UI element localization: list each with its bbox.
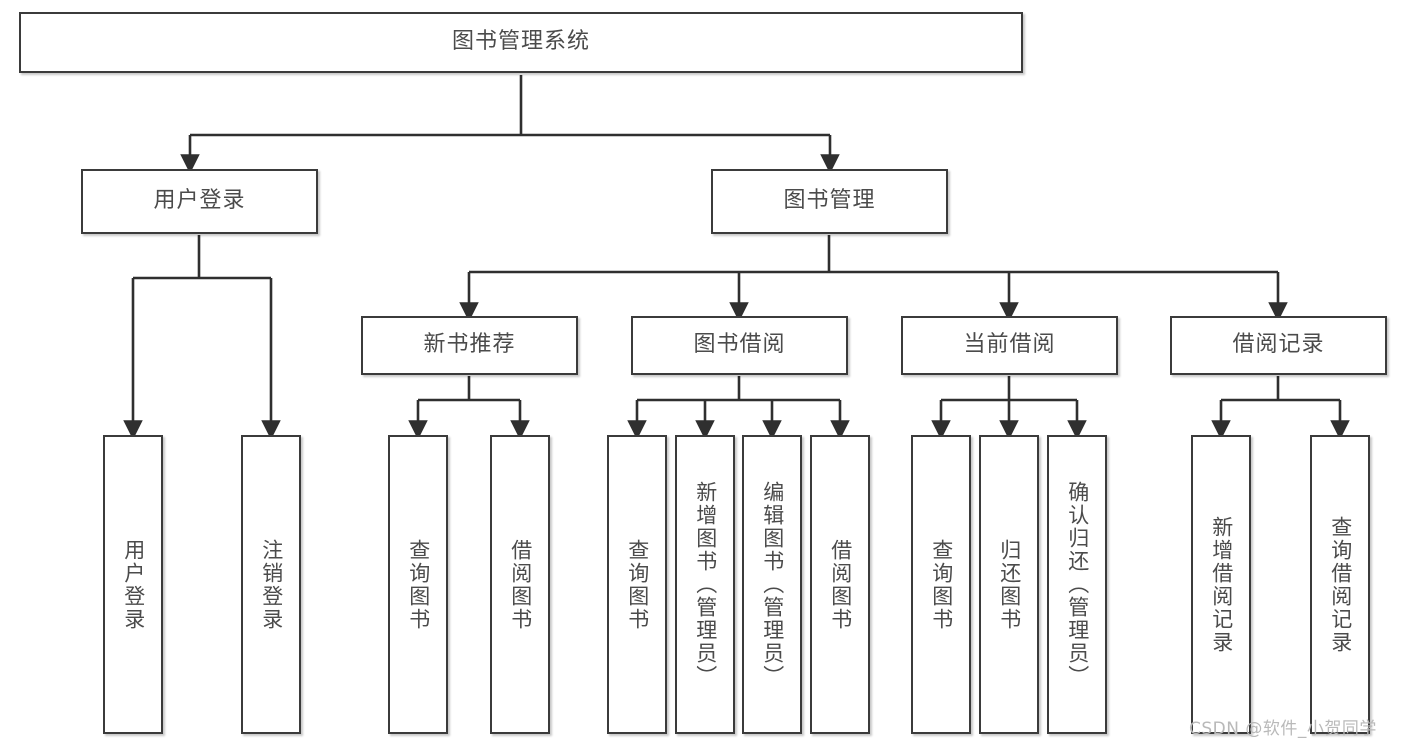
leaf-return-book[interactable]: 归还图书 [979, 435, 1039, 734]
leaf-add-borrow-record[interactable]: 新增借阅记录 [1191, 435, 1251, 734]
leaf-label: 归还图书 [997, 538, 1022, 631]
node-label: 图书管理系统 [451, 29, 590, 55]
leaf-label: 查询图书 [929, 538, 954, 631]
leaf-query-book-recommend[interactable]: 查询图书 [388, 435, 448, 734]
leaf-label: 新增图书（管理员） [693, 481, 718, 688]
leaf-label: 新增借阅记录 [1209, 515, 1234, 654]
node-borrow-record[interactable]: 借阅记录 [1170, 316, 1387, 375]
node-label: 借阅记录 [1232, 332, 1325, 358]
leaf-add-book-admin[interactable]: 新增图书（管理员） [675, 435, 735, 734]
leaf-logout-login[interactable]: 注销登录 [241, 435, 301, 734]
leaf-borrow-book-recommend[interactable]: 借阅图书 [490, 435, 550, 734]
leaf-label: 编辑图书（管理员） [760, 481, 785, 688]
leaf-query-book-current[interactable]: 查询图书 [911, 435, 971, 734]
leaf-label: 查询图书 [406, 538, 431, 631]
node-user-login[interactable]: 用户登录 [81, 169, 318, 234]
leaf-label: 注销登录 [259, 538, 284, 631]
node-label: 当前借阅 [963, 332, 1056, 358]
node-book-borrow[interactable]: 图书借阅 [631, 316, 848, 375]
node-label: 图书借阅 [693, 332, 786, 358]
leaf-user-login[interactable]: 用户登录 [103, 435, 163, 734]
leaf-label: 确认归还（管理员） [1065, 481, 1090, 688]
leaf-label: 借阅图书 [828, 538, 853, 631]
leaf-label: 查询图书 [625, 538, 650, 631]
node-label: 用户登录 [153, 188, 246, 214]
node-label: 新书推荐 [423, 332, 516, 358]
leaf-confirm-return-admin[interactable]: 确认归还（管理员） [1047, 435, 1107, 734]
leaf-edit-book-admin[interactable]: 编辑图书（管理员） [742, 435, 802, 734]
leaf-label: 查询借阅记录 [1328, 515, 1353, 654]
leaf-borrow-book[interactable]: 借阅图书 [810, 435, 870, 734]
node-label: 图书管理 [783, 188, 876, 214]
leaf-query-book-borrow[interactable]: 查询图书 [607, 435, 667, 734]
node-root-book-management-system[interactable]: 图书管理系统 [19, 12, 1023, 73]
node-book-management[interactable]: 图书管理 [711, 169, 948, 234]
leaf-label: 用户登录 [121, 538, 146, 631]
leaf-query-borrow-record[interactable]: 查询借阅记录 [1310, 435, 1370, 734]
node-new-book-recommend[interactable]: 新书推荐 [361, 316, 578, 375]
node-current-borrow[interactable]: 当前借阅 [901, 316, 1118, 375]
csdn-watermark: CSDN @软件_小贺同学 [1189, 719, 1377, 739]
leaf-label: 借阅图书 [508, 538, 533, 631]
